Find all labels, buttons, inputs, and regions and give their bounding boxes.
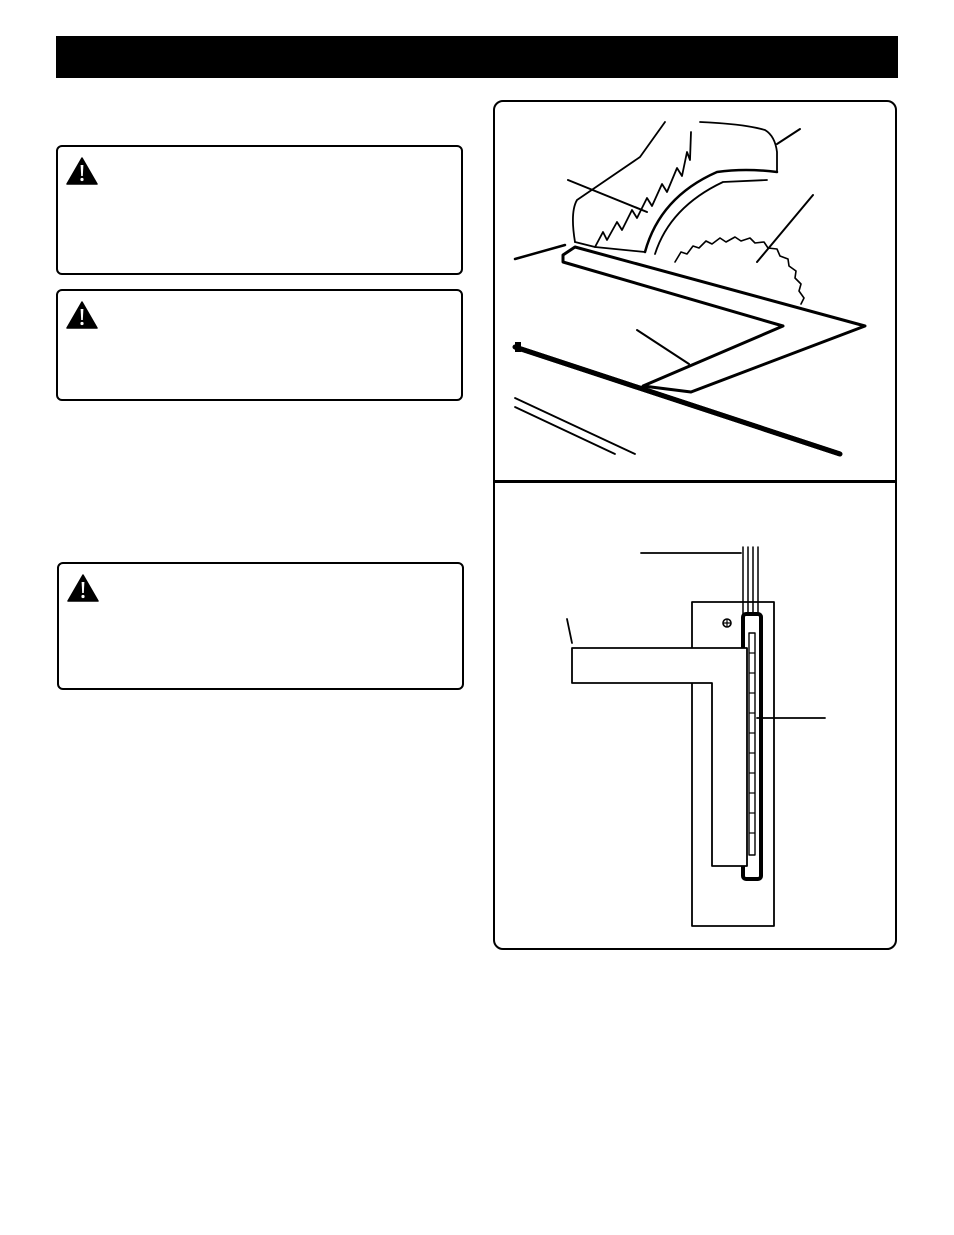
saw-blade-square-figure	[512, 121, 867, 457]
warning-box-3	[57, 562, 464, 690]
figure-panel	[493, 100, 897, 950]
section-header-bar	[56, 36, 898, 78]
warning-box-1	[56, 145, 463, 275]
figure-divider	[495, 480, 895, 483]
warning-triangle-icon	[66, 157, 98, 185]
square-fence-figure	[566, 546, 826, 927]
warning-triangle-icon	[66, 301, 98, 329]
warning-box-2	[56, 289, 463, 401]
warning-triangle-icon	[67, 574, 99, 602]
